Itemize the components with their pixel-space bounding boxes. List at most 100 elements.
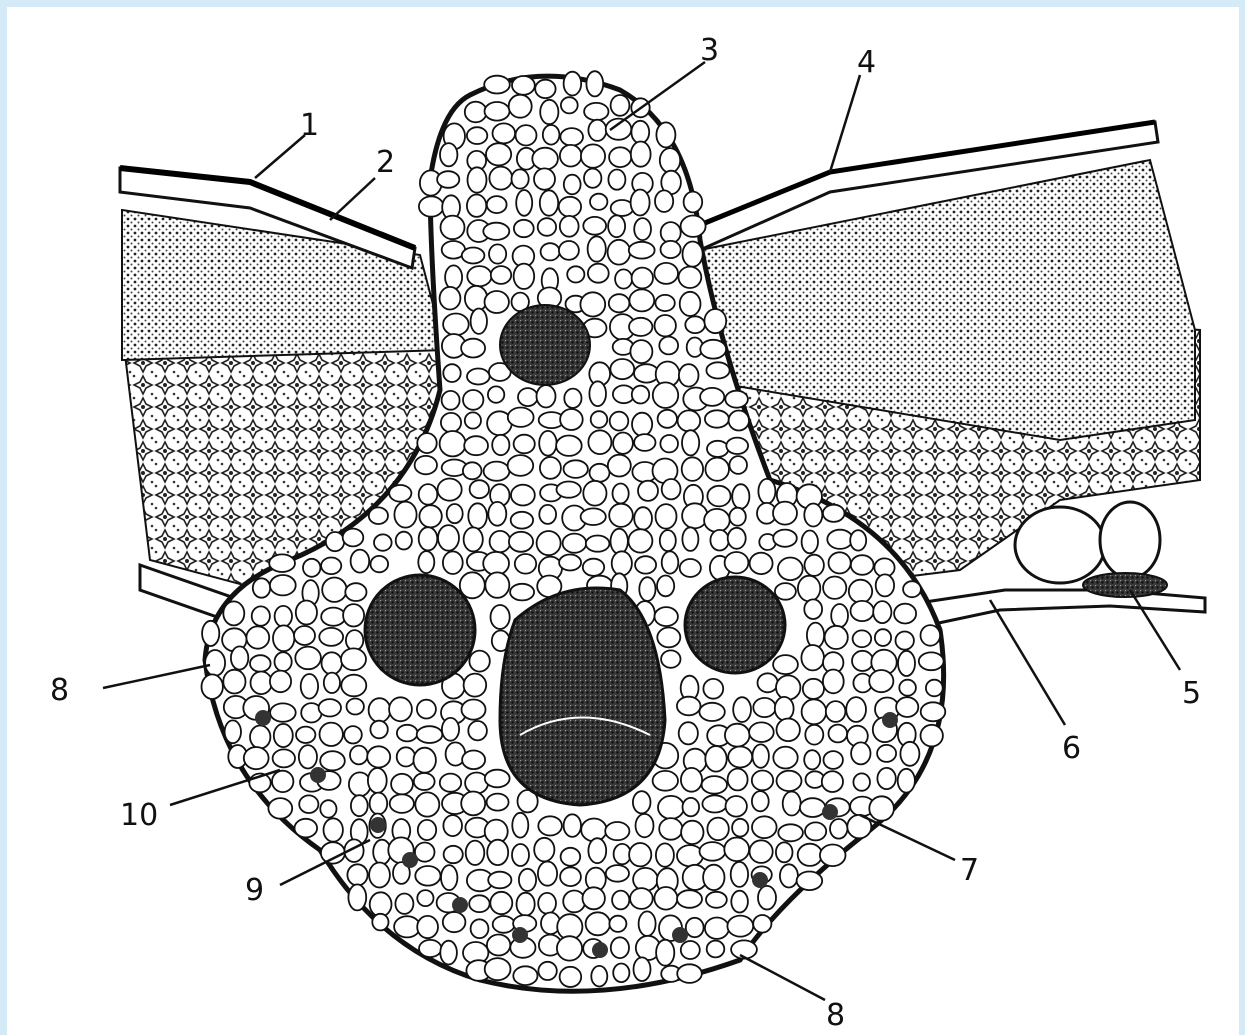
parenchyma-cell — [269, 554, 295, 572]
parenchyma-cell — [678, 410, 701, 431]
parenchyma-cell — [341, 675, 366, 697]
parenchyma-cell — [655, 190, 673, 212]
parenchyma-cell — [324, 673, 340, 693]
parenchyma-cell — [851, 555, 874, 575]
parenchyma-cell — [586, 912, 610, 935]
parenchyma-cell — [294, 626, 315, 645]
parenchyma-cell — [296, 727, 315, 743]
parenchyma-cell — [543, 125, 560, 145]
parenchyma-cell — [686, 918, 704, 937]
parenchyma-cell — [591, 411, 608, 428]
parenchyma-cell — [677, 845, 703, 866]
parenchyma-cell — [801, 645, 824, 670]
parenchyma-cell — [345, 583, 366, 601]
parenchyma-cell — [825, 626, 848, 649]
parenchyma-cell — [803, 679, 824, 699]
parenchyma-cell — [589, 381, 606, 406]
parenchyma-cell — [518, 388, 538, 406]
parenchyma-cell — [441, 413, 461, 432]
parenchyma-cell — [639, 911, 656, 936]
parenchyma-cell — [750, 840, 773, 863]
parenchyma-cell — [539, 431, 556, 456]
parenchyma-cell — [608, 215, 625, 237]
parenchyma-cell — [462, 248, 485, 264]
parenchyma-cell — [468, 503, 487, 528]
parenchyma-cell — [438, 479, 462, 501]
parenchyma-cell — [707, 941, 725, 958]
parenchyma-cell — [250, 655, 271, 672]
parenchyma-cell — [322, 578, 346, 602]
parenchyma-cell — [225, 720, 241, 743]
parenchyma-cell — [662, 551, 679, 573]
parenchyma-cell — [869, 670, 893, 692]
parenchyma-cell — [608, 240, 631, 265]
parenchyma-cell — [758, 886, 776, 910]
parenchyma-cell — [680, 559, 701, 577]
parenchyma-cell — [538, 816, 562, 835]
parenchyma-cell — [921, 625, 941, 646]
parenchyma-cell — [773, 530, 797, 547]
parenchyma-cell — [514, 220, 534, 237]
parenchyma-cell — [350, 746, 368, 765]
parenchyma-cell — [679, 267, 702, 288]
parenchyma-cell — [705, 746, 726, 772]
parenchyma-cell — [564, 175, 581, 195]
parenchyma-cell — [485, 291, 509, 313]
parenchyma-cell — [324, 818, 343, 841]
parenchyma-cell — [629, 318, 652, 336]
parenchyma-cell — [343, 529, 364, 547]
parenchyma-cell — [753, 744, 769, 767]
parenchyma-cell — [369, 507, 388, 524]
parenchyma-cell — [485, 102, 510, 121]
parenchyma-cell — [348, 884, 366, 910]
parenchyma-cell — [419, 484, 438, 505]
parenchyma-cell — [560, 128, 583, 146]
parenchyma-cell — [830, 819, 847, 839]
parenchyma-cell — [656, 843, 674, 866]
parenchyma-cell — [800, 798, 825, 817]
parenchyma-cell — [633, 868, 658, 891]
parenchyma-cell — [775, 583, 796, 600]
parenchyma-cell — [749, 722, 774, 742]
parenchyma-cell — [583, 559, 604, 576]
parenchyma-cell — [508, 408, 534, 427]
parenchyma-cell — [275, 652, 292, 671]
parenchyma-cell — [752, 791, 769, 811]
parenchyma-cell — [629, 289, 654, 311]
parenchyma-cell — [537, 531, 561, 555]
parenchyma-cell — [464, 436, 488, 455]
parenchyma-cell — [512, 844, 529, 866]
parenchyma-cell — [634, 218, 651, 240]
parenchyma-cell — [370, 721, 387, 739]
parenchyma-cell — [493, 916, 515, 933]
parenchyma-cell — [561, 97, 578, 113]
parenchyma-cell — [919, 652, 944, 670]
parenchyma-cell — [685, 316, 705, 333]
parenchyma-cell — [370, 793, 388, 815]
parenchyma-cell — [447, 504, 463, 523]
parenchyma-cell — [776, 675, 800, 699]
parenchyma-cell — [729, 508, 745, 526]
parenchyma-cell — [467, 266, 491, 286]
parenchyma-cell — [824, 751, 843, 769]
parenchyma-cell — [783, 792, 801, 816]
parenchyma-cell — [419, 505, 441, 527]
parenchyma-cell — [372, 914, 388, 931]
parenchyma-cell — [535, 80, 555, 98]
parenchyma-cell — [251, 672, 272, 695]
parenchyma-cell — [903, 581, 921, 597]
parenchyma-cell — [466, 841, 485, 865]
parenchyma-cell — [852, 651, 873, 671]
parenchyma-cell — [706, 362, 729, 378]
parenchyma-cell — [804, 750, 820, 769]
parenchyma-cell — [512, 813, 528, 838]
parenchyma-cell — [534, 838, 554, 862]
parenchyma-cell — [899, 680, 916, 696]
parenchyma-cell — [483, 223, 509, 240]
parenchyma-cell — [369, 698, 391, 722]
parenchyma-cell — [397, 747, 415, 766]
parenchyma-cell — [615, 269, 632, 288]
parenchyma-cell — [320, 723, 343, 746]
parenchyma-cell — [921, 725, 943, 747]
parenchyma-cell — [443, 364, 460, 382]
